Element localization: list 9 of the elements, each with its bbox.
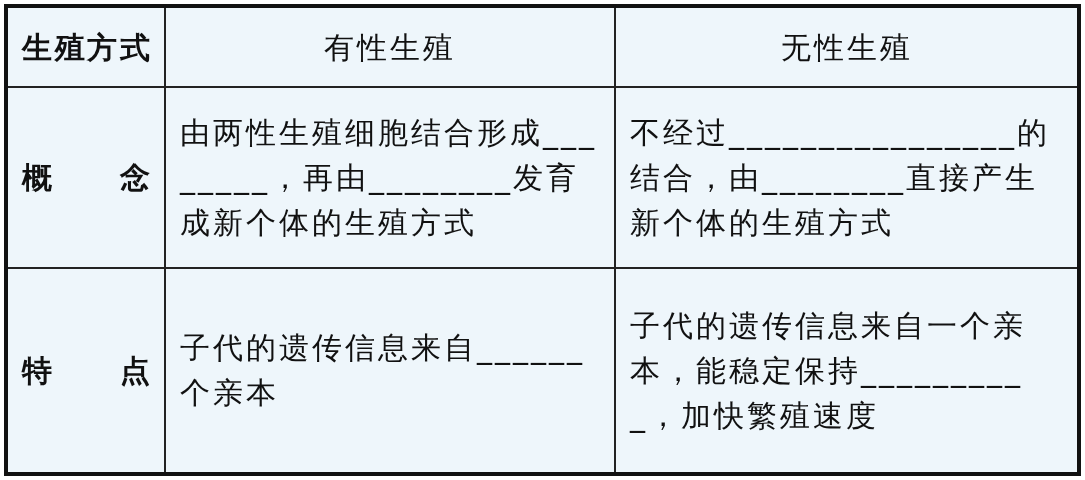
table-cell-text: 子代的遗传信息来自一个亲本，能稳定保持__________，加快繁殖速度 — [630, 306, 1027, 435]
column-header: 生殖方式 — [22, 28, 150, 67]
table-cell-text: 子代的遗传信息来自______个亲本 — [180, 329, 586, 413]
column-header: 无性生殖 — [779, 28, 914, 67]
row-header: 特点 — [22, 351, 150, 390]
column-header: 有性生殖 — [323, 28, 457, 67]
row-header: 概念 — [22, 158, 150, 197]
table-cell-text: 由两性生殖细胞结合形成________，再由________发育成新个体的生殖方式 — [180, 113, 598, 242]
table-cell-text: 不经过________________的结合，由________直接产生新个体的生殖方式 — [630, 113, 1051, 242]
